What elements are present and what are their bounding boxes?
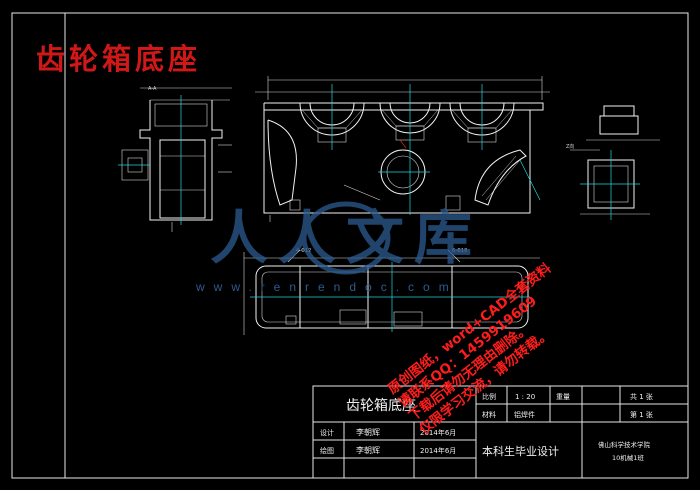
designer-name: 李朝辉 — [356, 427, 380, 437]
design-date: 2014年6月 — [420, 428, 456, 437]
material-value: 铝焊件 — [514, 410, 535, 419]
drafter-name: 李朝辉 — [356, 445, 380, 455]
title-block: 齿轮箱底座 比例 1 : 20 重量 共 1 张 材料 铝焊件 第 1 张 设计… — [312, 385, 689, 479]
drawing-date: 2014年6月 — [420, 446, 456, 455]
watermark-logo-text: 人人文库 — [210, 204, 482, 272]
svg-text:6-Φ18: 6-Φ18 — [452, 248, 467, 254]
scale-value: 1 : 20 — [515, 393, 535, 401]
part-name: 齿轮箱底座 — [346, 398, 416, 414]
svg-text:A-A: A-A — [148, 86, 157, 92]
svg-text:Z向: Z向 — [566, 143, 574, 150]
front-view — [255, 76, 550, 222]
material-label: 材料 — [482, 410, 496, 419]
sheets-total: 共 1 张 — [630, 392, 653, 401]
drawing-title: 齿轮箱底座 — [36, 42, 202, 76]
sheet-number: 第 1 张 — [630, 410, 653, 419]
scale-label: 比例 — [482, 392, 496, 401]
watermark-url: www.renrendoc.com — [196, 280, 458, 294]
design-label: 设计 — [320, 428, 334, 437]
side-view: A-A — [118, 86, 232, 232]
project-name: 本科生毕业设计 — [482, 444, 559, 458]
school-name: 佛山科学技术学院 — [598, 440, 651, 449]
watermark-logo: 人人文库 — [210, 201, 482, 275]
weight-label: 重量 — [556, 393, 570, 401]
class-name: 10机械1班 — [612, 453, 644, 462]
watermark-ring-icon — [301, 201, 391, 275]
svg-text:4-Φ12: 4-Φ12 — [296, 248, 311, 254]
right-detail-view: Z向 — [566, 105, 660, 220]
drawing-label: 绘图 — [320, 446, 334, 455]
top-view: 4-Φ12 6-Φ18 — [243, 248, 540, 335]
